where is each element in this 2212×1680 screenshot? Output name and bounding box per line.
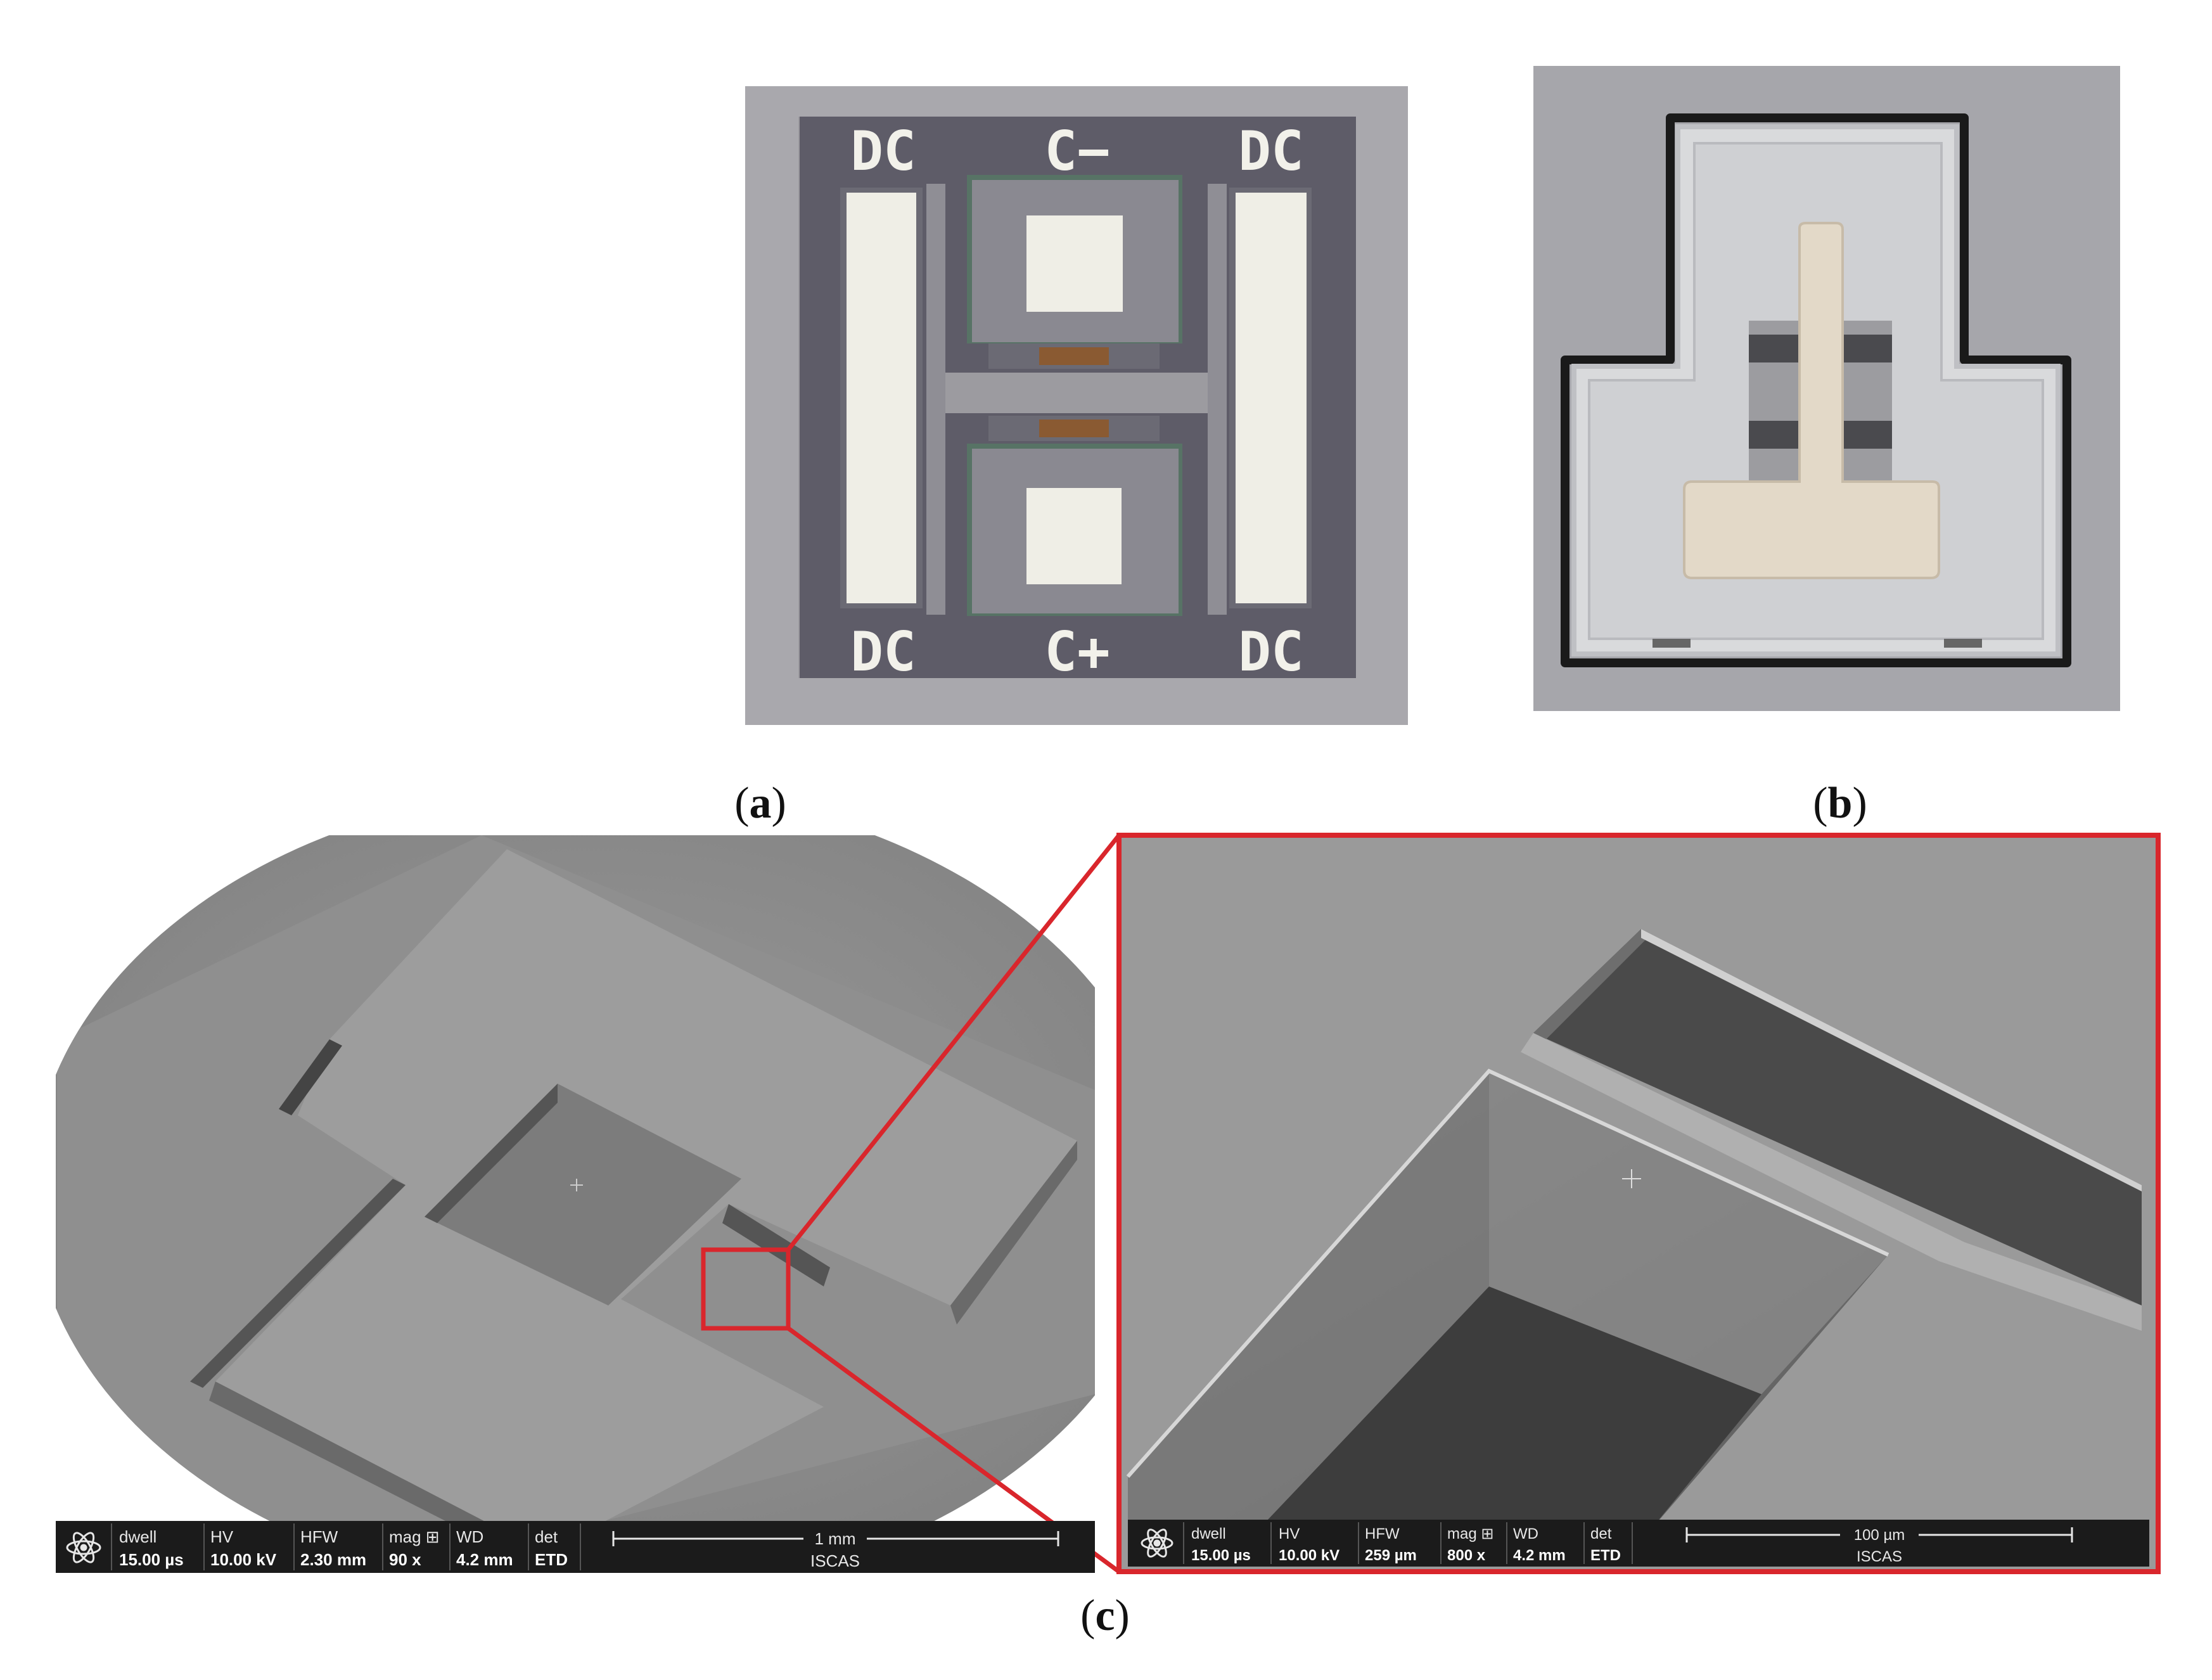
pad-label-bottom-left: DC <box>850 620 916 684</box>
sem-right-value-3: 800 x <box>1447 1547 1486 1564</box>
sem-right-value-5: ETD <box>1590 1547 1621 1564</box>
sem-left-scale-label: 1 mm <box>815 1529 856 1548</box>
sem-left-header-3: mag ⊞ <box>389 1527 440 1546</box>
sem-left-value-5: ETD <box>535 1550 568 1569</box>
caption-c-letter: c <box>1095 1591 1115 1640</box>
sem-right-header-0: dwell <box>1191 1525 1226 1542</box>
sem-right-value-2: 259 µm <box>1365 1547 1417 1564</box>
sem-left-header-0: dwell <box>119 1527 157 1546</box>
sem-left-value-1: 10.00 kV <box>210 1550 277 1569</box>
panel-c-sem-right <box>1119 835 2158 1572</box>
caption-b-letter: b <box>1827 779 1853 828</box>
panel-c-sem-left <box>56 835 1095 1553</box>
sem-right-header-5: det <box>1590 1525 1612 1542</box>
sem-left-header-1: HV <box>210 1527 234 1546</box>
caption-b: (b) <box>1813 779 1867 828</box>
zoom-connector-top <box>786 833 1121 1252</box>
sem-left-header-4: WD <box>456 1527 483 1546</box>
pad-label-top-center: C− <box>1044 120 1110 183</box>
sem-left-value-4: 4.2 mm <box>456 1550 513 1569</box>
pad-label-top-left: DC <box>850 120 916 183</box>
sem-right-header-2: HFW <box>1365 1525 1400 1542</box>
sem-left-value-2: 2.30 mm <box>300 1550 366 1569</box>
caption-a-letter: a <box>749 779 772 828</box>
zoom-panel-frame <box>1116 833 2161 1574</box>
sem-right-value-1: 10.00 kV <box>1279 1547 1339 1564</box>
sem-right-value-4: 4.2 mm <box>1513 1547 1566 1564</box>
sem-left-value-0: 15.00 µs <box>119 1550 184 1569</box>
sem-left-value-3: 90 x <box>389 1550 421 1569</box>
sem-right-institution: ISCAS <box>1857 1548 1902 1565</box>
sem-right-header-1: HV <box>1279 1525 1300 1542</box>
caption-c: (c) <box>1080 1591 1130 1640</box>
caption-a: (a) <box>734 779 786 828</box>
sem-left-header-5: det <box>535 1527 558 1546</box>
panel-a-pad-labels: DC C− DC DC C+ DC <box>850 120 1304 684</box>
pad-label-bottom-center: C+ <box>1044 620 1110 684</box>
panel-b-micrograph <box>1533 66 2120 711</box>
pad-label-bottom-right: DC <box>1238 620 1304 684</box>
sem-left-institution: ISCAS <box>810 1551 860 1570</box>
atom-icon <box>1141 1529 1173 1558</box>
zoom-region-box <box>701 1247 791 1331</box>
sem-right-header-4: WD <box>1513 1525 1538 1542</box>
sem-left-info-bar: dwell HV HFW mag ⊞ WD det 15.00 µs 10.00… <box>56 1521 1095 1573</box>
sem-right-scale-label: 100 µm <box>1854 1527 1905 1544</box>
sem-right-header-3: mag ⊞ <box>1447 1525 1493 1542</box>
sem-left-header-2: HFW <box>300 1527 338 1546</box>
sem-right-info-bar: dwell HV HFW mag ⊞ WD det 15.00 µs 10.00… <box>1128 1520 2149 1567</box>
pad-label-top-right: DC <box>1238 120 1304 183</box>
atom-icon <box>66 1532 101 1563</box>
panel-a-micrograph <box>745 86 1408 725</box>
sem-right-value-0: 15.00 µs <box>1191 1547 1251 1564</box>
